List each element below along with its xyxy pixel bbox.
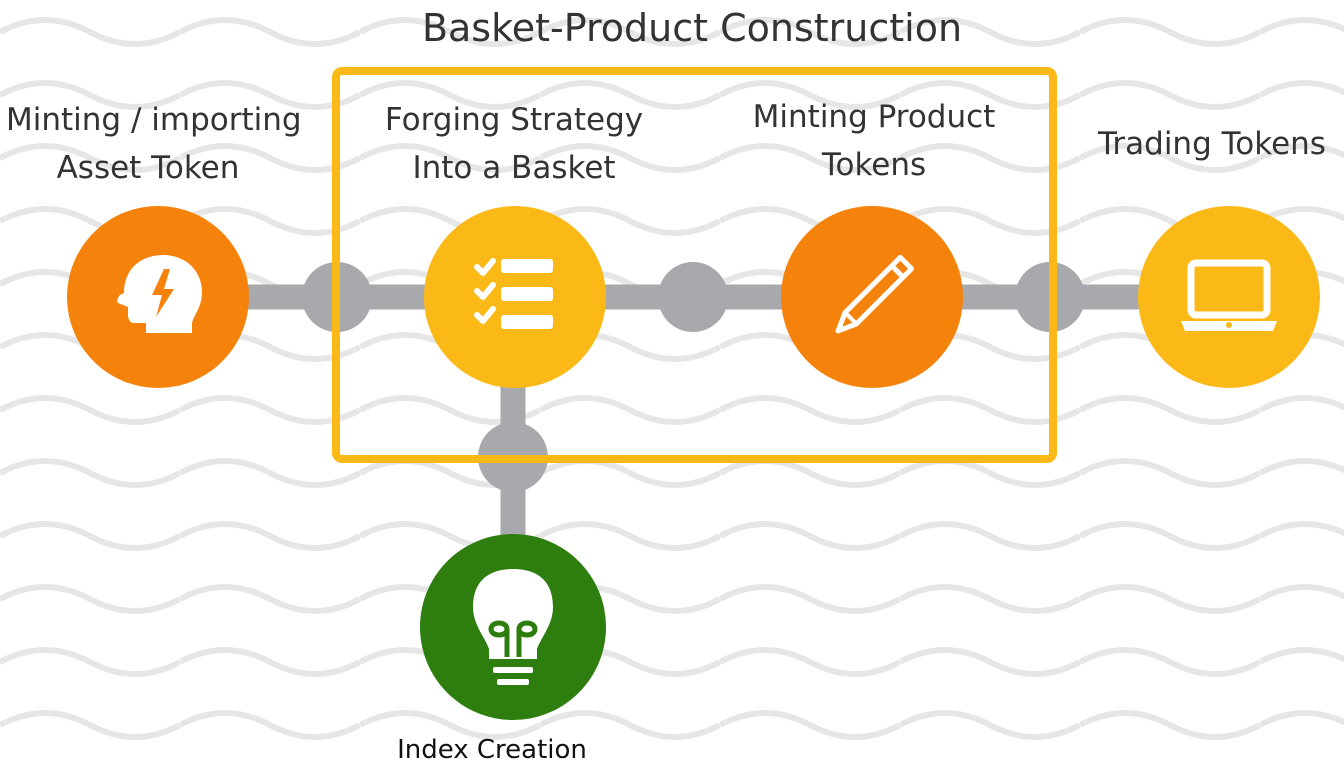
lightbulb-icon — [473, 569, 553, 685]
brain-lightning-icon — [117, 255, 203, 333]
step-label-line: Tokens — [821, 147, 927, 183]
step-circle-trading — [1138, 206, 1320, 388]
step-label-line: Asset Token — [56, 150, 240, 186]
checklist-icon — [474, 258, 553, 329]
laptop-icon — [1181, 259, 1277, 331]
pencil-icon — [835, 254, 915, 334]
step-label-line: Trading Tokens — [1098, 126, 1326, 162]
highlight-box — [332, 67, 1057, 463]
step-label-forging-strategy: Forging Strategy Into a Basket — [372, 96, 656, 192]
step-label-trading: Trading Tokens — [1084, 120, 1340, 168]
step-label-line: Into a Basket — [412, 150, 616, 186]
branch-label-index-creation: Index Creation — [362, 728, 622, 772]
connector-node — [658, 262, 728, 332]
step-label-minting-importing: Minting / importing Asset Token — [6, 96, 302, 192]
step-label-line: Forging Strategy — [384, 102, 644, 138]
step-circle-minting-product — [781, 206, 963, 388]
diagram-title: Basket-Product Construction — [421, 6, 963, 50]
step-label-line: Minting Product — [752, 99, 996, 135]
branch-label-line: Index Creation — [397, 735, 587, 765]
step-label-minting-product: Minting Product Tokens — [732, 93, 1016, 189]
step-label-line: Minting / importing — [6, 102, 302, 138]
